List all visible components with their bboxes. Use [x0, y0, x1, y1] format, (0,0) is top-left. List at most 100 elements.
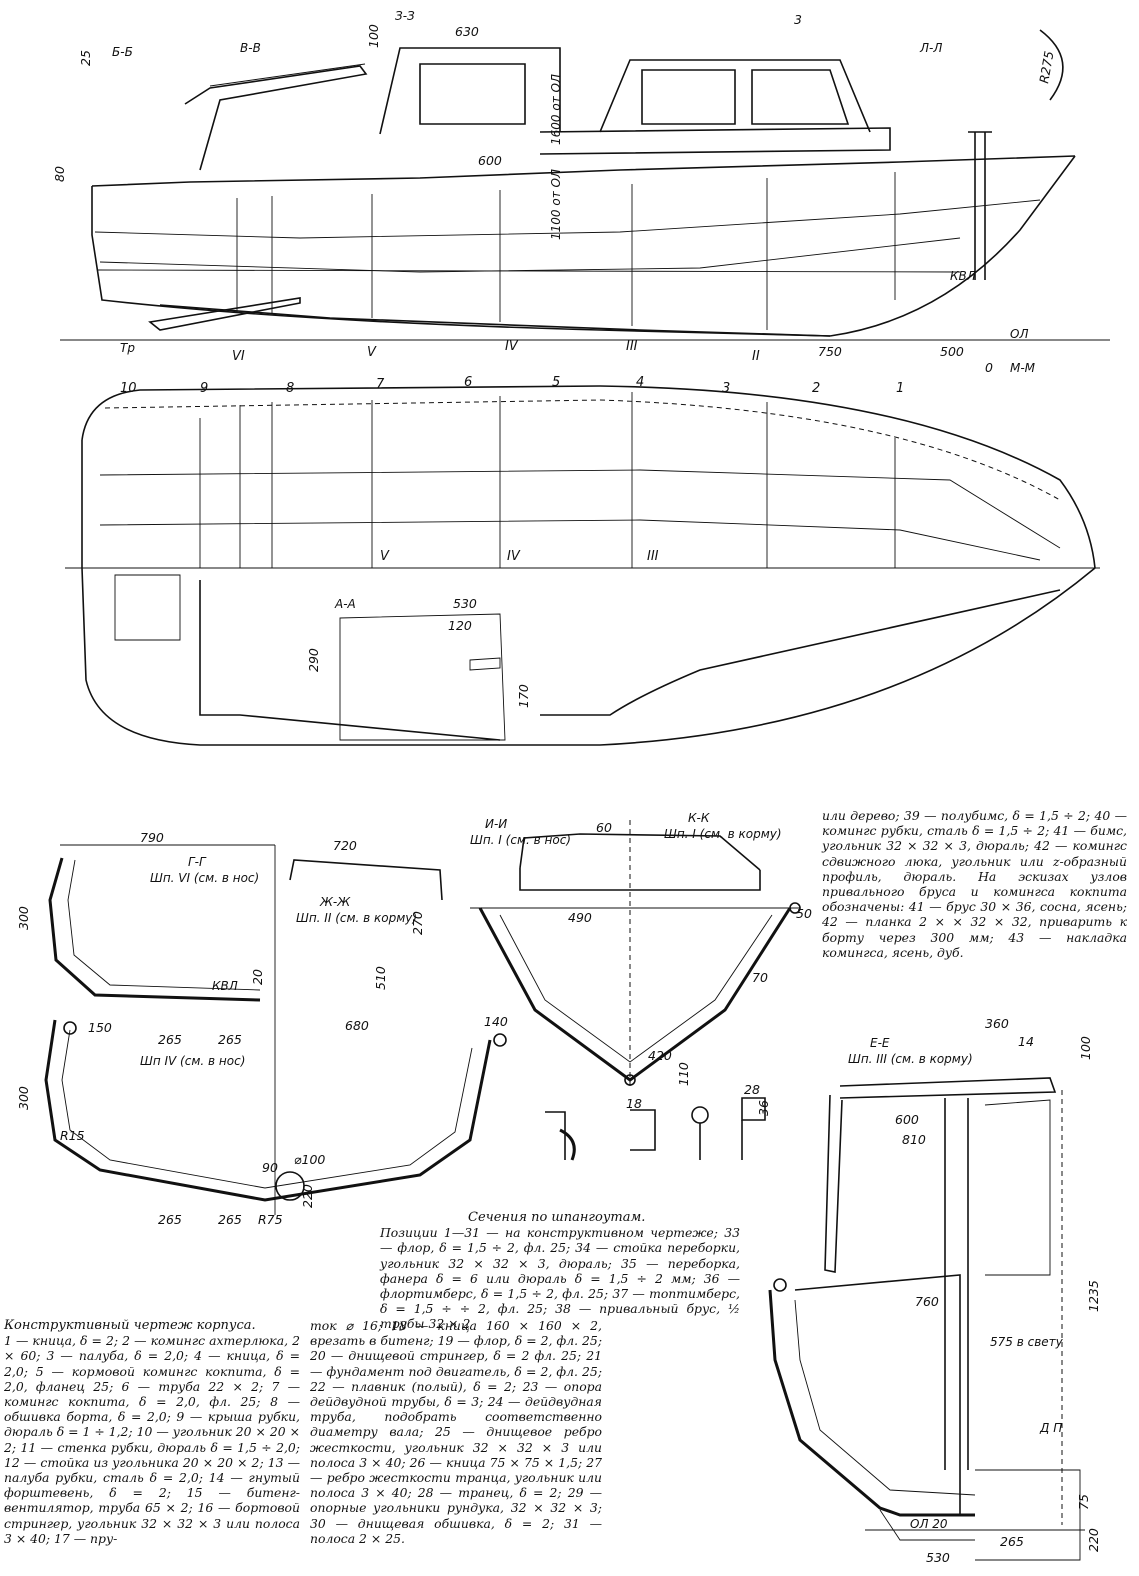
frame-3: 3 — [722, 381, 730, 396]
label-sec-gg: Г-Г — [188, 855, 207, 869]
frame-numbers: III II IV V VI V IV III 10 9 8 7 6 5 4 3… — [120, 339, 904, 564]
label-sec-ii: И-И — [485, 817, 507, 831]
label-sec-zhzh-sub: Шп. II (см. в корму) — [296, 911, 417, 925]
dim-110: 110 — [676, 1062, 691, 1086]
dim-r275: R275 — [1036, 50, 1056, 85]
dim-790: 790 — [140, 830, 164, 845]
frames-caption-text: Позиции 1—31 — на конструктивном чертеже… — [380, 1225, 740, 1332]
detail-knots — [545, 1097, 766, 1161]
label-kvl-gg: КВЛ — [212, 979, 238, 993]
dim-510: 510 — [373, 966, 388, 990]
frame-5: 5 — [552, 375, 560, 390]
dim-360: 360 — [985, 1016, 1009, 1031]
right-caption: или дерево; 39 — полубимс, δ = 1,5 ÷ 2; … — [822, 808, 1127, 960]
label-kvl: КВЛ — [950, 269, 976, 283]
label-sec-ii-sub: Шп. I (см. в нос) — [470, 833, 571, 847]
dim-60: 60 — [596, 820, 612, 835]
dim-265-ee: 265 — [1000, 1534, 1024, 1549]
label-sec-iv-sub: Шп IV (см. в нос) — [140, 1054, 245, 1068]
frame-9: 9 — [200, 381, 208, 396]
dim-r15: R15 — [60, 1128, 85, 1143]
dim-720: 720 — [333, 838, 357, 853]
frame-2: 2 — [812, 381, 820, 396]
dim-0: 0 — [985, 360, 993, 375]
dim-220-ee: 220 — [1086, 1528, 1101, 1552]
main-caption-col1: Конструктивный чертеж корпуса. 1 — кница… — [4, 1318, 300, 1546]
dim-265-d: 265 — [218, 1212, 242, 1227]
label-sec-ee: Е-Е — [870, 1036, 890, 1050]
frame-4: 4 — [636, 375, 644, 390]
label-sec-aa: А-А — [334, 597, 356, 611]
frame-10: 10 — [120, 381, 137, 396]
dim-530-ee: 530 — [926, 1550, 950, 1565]
label-h1600: 1600 от ОЛ — [549, 74, 563, 145]
side-view — [60, 29, 1110, 341]
dim-300-a: 300 — [16, 906, 31, 930]
dim-630: 630 — [455, 24, 479, 39]
frame-III-plan: III — [647, 549, 659, 564]
frame-V: V — [367, 345, 377, 360]
dim-530: 530 — [453, 596, 477, 611]
dim-20: 20 — [250, 969, 265, 985]
main-caption-col2: ток ⌀ 16; 18 — кница 160 × 160 × 2, врез… — [310, 1318, 602, 1546]
section-gg-iv — [44, 844, 507, 1215]
dim-290: 290 — [306, 648, 321, 672]
frame-IV: IV — [505, 339, 519, 354]
dim-70: 70 — [752, 970, 768, 985]
dim-810: 810 — [902, 1132, 926, 1147]
frame-8: 8 — [286, 381, 294, 396]
dim-25: 25 — [78, 50, 93, 66]
dim-600: 600 — [478, 153, 502, 168]
dim-1235: 1235 — [1086, 1280, 1101, 1312]
dim-75: 75 — [1076, 1494, 1091, 1510]
dim-28: 28 — [744, 1082, 760, 1097]
main-caption-title: Конструктивный чертеж корпуса. — [4, 1318, 256, 1333]
dim-760: 760 — [915, 1294, 939, 1309]
dim-220: 220 — [300, 1184, 315, 1208]
frame-6: 6 — [464, 375, 472, 390]
dim-36: 36 — [756, 1100, 771, 1116]
label-sec-ll: Л-Л — [919, 41, 942, 55]
label-sec-zz: З-З — [395, 9, 415, 23]
dim-90: 90 — [262, 1160, 278, 1175]
section-ee — [768, 1077, 1085, 1561]
label-sec-kk: К-К — [688, 811, 710, 825]
section-ii-kk — [470, 820, 801, 1090]
label-sec-gg-sub: Шп. VI (см. в нос) — [150, 871, 259, 885]
dimension-labels: 630 600 100 25 80 3 750 500 0 530 120 29… — [16, 12, 1101, 1565]
dim-500: 500 — [940, 344, 964, 359]
label-sec-zhzh: Ж-Ж — [319, 895, 351, 909]
dim-50: 50 — [796, 906, 812, 921]
label-sec-kk-sub: Шп. I (см. в корму) — [664, 827, 782, 841]
frame-II: II — [752, 349, 760, 364]
frame-VI: VI — [232, 349, 245, 364]
dim-265-b: 265 — [218, 1032, 242, 1047]
frame-III: III — [626, 339, 638, 354]
label-sec-vv: В-В — [240, 41, 261, 55]
label-tr: Тр — [120, 341, 135, 355]
plan-view — [65, 385, 1100, 746]
label-clear575: 575 в свету — [990, 1335, 1064, 1349]
dim-80: 80 — [52, 166, 67, 182]
dim-100: 100 — [366, 24, 381, 48]
label-sec-bb: Б-Б — [112, 45, 133, 59]
section-labels: Б-Б В-В З-З Л-Л М-М А-А ОЛ КВЛ Тр 1600 о… — [112, 9, 1064, 1531]
label-sec-mm: М-М — [1010, 361, 1036, 375]
dim-18: 18 — [626, 1096, 642, 1111]
frame-IV-plan: IV — [507, 549, 521, 564]
dim-120: 120 — [448, 618, 472, 633]
dim-r75: R75 — [258, 1212, 283, 1227]
label-dp: Д П — [1039, 1421, 1062, 1435]
dim-14: 14 — [1018, 1034, 1034, 1049]
dim-150: 150 — [88, 1020, 112, 1035]
dim-3: 3 — [794, 12, 802, 27]
frame-1: 1 — [896, 381, 904, 396]
dim-270: 270 — [410, 911, 425, 935]
frames-caption: Сечения по шпангоутам. Позиции 1—31 — на… — [380, 1210, 740, 1332]
dim-265-c: 265 — [158, 1212, 182, 1227]
dim-600-ee: 600 — [895, 1112, 919, 1127]
label-h1100: 1100 от ОЛ — [549, 169, 563, 240]
dim-265-a: 265 — [158, 1032, 182, 1047]
dim-dia100: ⌀100 — [294, 1152, 325, 1167]
